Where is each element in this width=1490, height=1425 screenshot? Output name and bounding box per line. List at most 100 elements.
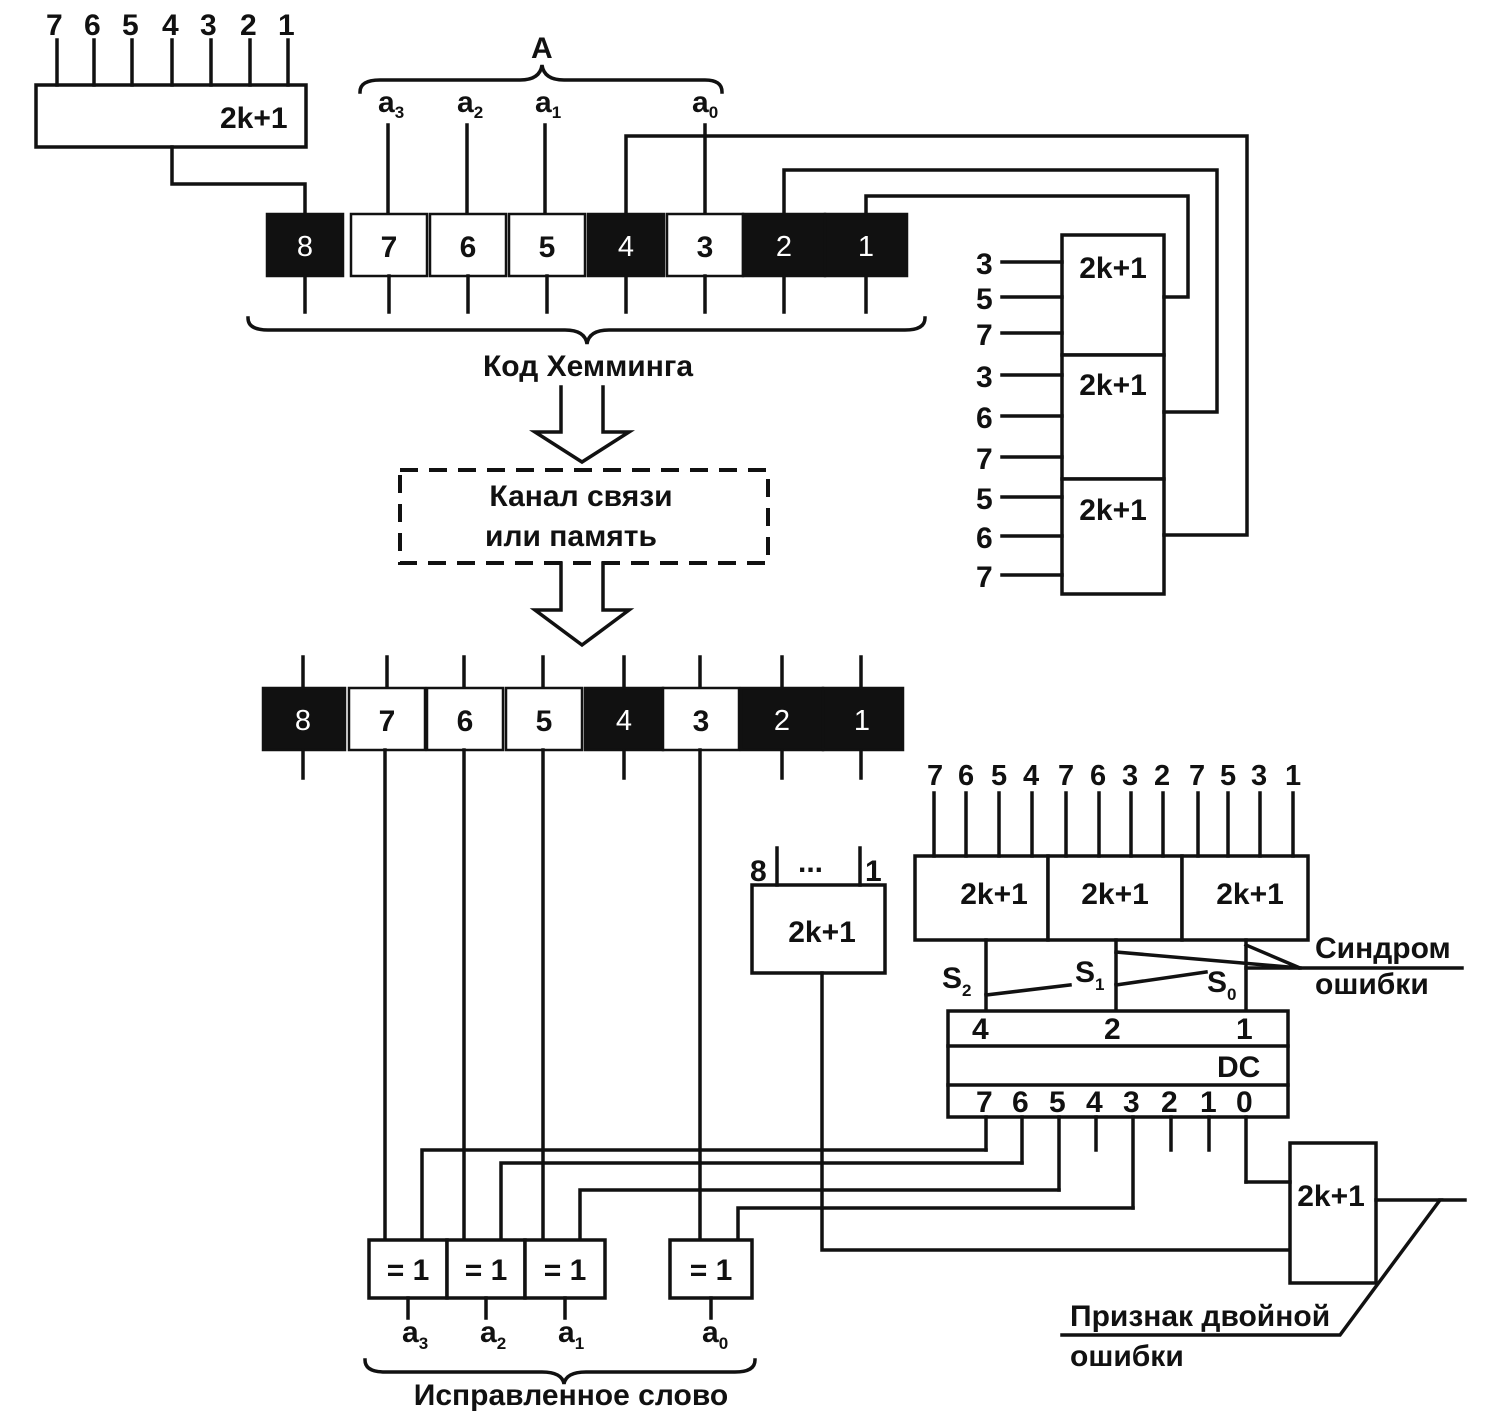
corrected-word-brace <box>363 1358 757 1385</box>
word-cell-label: 4 <box>618 231 634 263</box>
syndrome-input-label: 3 <box>1122 760 1138 792</box>
word-cell-label: 1 <box>854 705 870 737</box>
word-cell-label: 3 <box>697 231 714 264</box>
overall-parity-label: 2k+1 <box>788 916 856 949</box>
xor-label: = 1 <box>387 1254 430 1287</box>
syndrome-parity-box <box>1180 854 1310 942</box>
top-parity-input-label: 2 <box>240 9 257 42</box>
syndrome-parity-label: 2k+1 <box>960 878 1028 911</box>
encoder-input-label: 3 <box>976 248 993 281</box>
xor-label: = 1 <box>690 1254 733 1287</box>
top-parity-block: 2k+1 7 6 5 4 3 2 1 <box>34 9 308 216</box>
decoder-output-label: 5 <box>1049 1086 1066 1119</box>
encoder-parity-column: 2k+1 2k+1 2k+1 3 5 7 3 6 7 5 6 7 <box>624 134 1249 596</box>
top-parity-input-label: 3 <box>200 9 217 42</box>
syndrome-bit-label: S1 <box>1075 956 1104 994</box>
encoder-parity-label: 2k+1 <box>1079 369 1147 402</box>
corrected-word-label: Исправленное слово <box>414 1379 728 1412</box>
word-cell-label: 5 <box>536 705 553 738</box>
syndrome-parity-box <box>913 854 1050 942</box>
decoder-output-label: 3 <box>1123 1086 1140 1119</box>
word-cell-data <box>665 212 745 278</box>
top-parity-input-label: 6 <box>84 9 101 42</box>
word-cell-label: 6 <box>457 705 474 738</box>
decoder-input-label: 1 <box>1236 1013 1253 1046</box>
syndrome-input-label: 7 <box>1058 760 1074 792</box>
word-cell-label: 7 <box>381 231 398 264</box>
top-parity-input-label: 5 <box>122 9 139 42</box>
syndrome-input-label: 6 <box>958 760 974 792</box>
overall-parity-input-label: 8 <box>750 855 767 888</box>
syndrome-generators: 2k+1 2k+1 2k+1 7 6 5 4 7 6 3 2 7 5 3 1 <box>913 760 1310 942</box>
encoder-parity-label: 2k+1 <box>1079 494 1147 527</box>
ellipsis-icon: ... <box>798 846 823 879</box>
top-parity-input-label: 7 <box>46 9 63 42</box>
xor-gate <box>523 1238 607 1300</box>
word-cell-label: 2 <box>776 231 792 263</box>
word-cell-data <box>504 686 584 752</box>
encoder-input-label: 6 <box>976 522 993 555</box>
down-arrow-icon <box>529 385 635 465</box>
decoder-box <box>946 1009 1290 1119</box>
encoder-input-label: 5 <box>976 483 993 516</box>
encoder-input-label: 5 <box>976 283 993 316</box>
word-cell-check <box>821 686 905 752</box>
encoder-input-label: 3 <box>976 361 993 394</box>
double-error-caption: ошибки <box>1070 1340 1184 1373</box>
top-parity-label: 2k+1 <box>220 102 288 135</box>
syndrome-input-label: 1 <box>1285 760 1301 792</box>
top-parity-input-label: 1 <box>278 9 295 42</box>
channel-label: Канал связи <box>489 480 672 513</box>
decoder-input-label: 4 <box>972 1013 989 1046</box>
word-cell-check <box>739 686 825 752</box>
data-bit-label: a0 <box>692 86 718 122</box>
syndrome-input-label: 6 <box>1090 760 1106 792</box>
data-bit-label: a1 <box>535 86 561 122</box>
syndrome-bit-label: S2 <box>942 962 971 1000</box>
syndrome-caption: Синдром <box>1315 932 1451 965</box>
channel-box <box>398 468 770 565</box>
received-word-register: 8 7 6 5 4 3 2 1 <box>261 655 905 1242</box>
syndrome-bit-label: S0 <box>1207 966 1236 1004</box>
decoder-output-label: 1 <box>1200 1086 1217 1119</box>
data-bit-label: a3 <box>378 86 404 122</box>
decoder-output-label: 6 <box>1012 1086 1029 1119</box>
xor-gate <box>367 1238 449 1300</box>
corrected-bit-label: a3 <box>402 1316 428 1353</box>
decoder-output-label: 4 <box>1086 1086 1103 1119</box>
syndrome-input-label: 4 <box>1023 760 1039 792</box>
xor-label: = 1 <box>465 1254 508 1287</box>
encoder-input-label: 7 <box>976 319 993 352</box>
corrected-bit-label: a0 <box>702 1316 728 1353</box>
syndrome-input-label: 7 <box>1189 760 1205 792</box>
transfer-arrows <box>529 385 635 648</box>
double-error-box <box>1288 1141 1378 1285</box>
hamming-code-label: Код Хемминга <box>483 350 693 383</box>
encoder-parity-box <box>1060 353 1166 481</box>
overall-parity-input-label: 1 <box>865 855 882 888</box>
word-cell-label: 1 <box>858 231 874 263</box>
decoder-input-label: 2 <box>1104 1013 1121 1046</box>
word-cell-label: 8 <box>295 705 311 737</box>
double-error-caption: Признак двойной <box>1070 1300 1330 1333</box>
word-cell-check <box>265 212 345 278</box>
data-bit-label: a2 <box>457 86 483 122</box>
syndrome-input-label: 7 <box>927 760 943 792</box>
syndrome-parity-label: 2k+1 <box>1216 878 1284 911</box>
word-cell-label: 6 <box>460 231 477 264</box>
hamming-word-register: 8 7 6 5 4 3 2 1 Код Хемминга <box>246 212 927 383</box>
xor-label: = 1 <box>544 1254 587 1287</box>
syndrome-input-label: 5 <box>1220 760 1236 792</box>
hamming-code-brace <box>246 316 927 345</box>
word-cell-label: 3 <box>693 705 710 738</box>
correction-gates: = 1 = 1 = 1 = 1 a3 a2 a1 a0 Исправленное… <box>363 1148 1135 1412</box>
data-group-label: A <box>531 32 553 65</box>
channel-block: Канал связи или память <box>398 468 770 565</box>
decoder-output-label: 0 <box>1236 1086 1253 1119</box>
decoder-output-label: 7 <box>976 1086 993 1119</box>
top-parity-input-label: 4 <box>162 9 179 42</box>
corrected-bit-label: a2 <box>480 1316 506 1353</box>
double-error-parity-label: 2k+1 <box>1297 1180 1365 1213</box>
syndrome-input-label: 3 <box>1251 760 1267 792</box>
data-group-brace <box>358 64 724 94</box>
